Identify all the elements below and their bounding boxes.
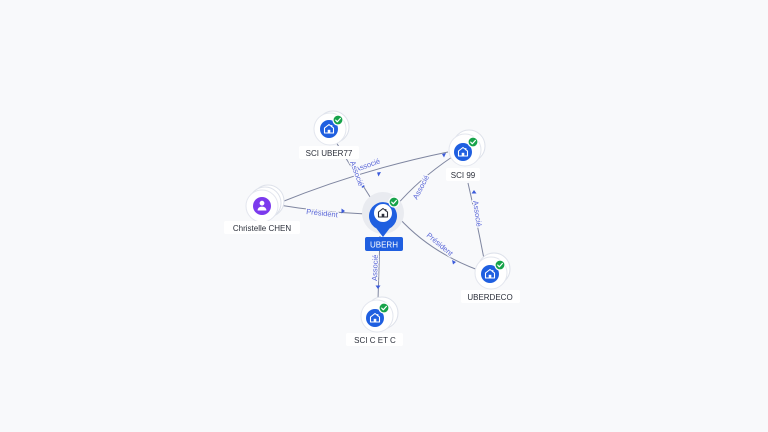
node-sci-c-et-c[interactable]: SCI C ET C: [346, 296, 403, 346]
edge-label: Associé: [471, 200, 484, 227]
node-label: SCI UBER77: [306, 149, 353, 158]
center-node-label: UBERH: [370, 241, 398, 250]
verified-check-icon: [378, 302, 390, 314]
verified-check-icon: [388, 196, 400, 208]
edge-label: Président: [306, 207, 339, 219]
node-label: SCI 99: [451, 171, 476, 180]
node-label: SCI C ET C: [354, 336, 396, 345]
edge-uberh-uberdeco[interactable]: Président: [398, 217, 479, 271]
verified-check-icon: [494, 259, 506, 271]
node-sci-uber77[interactable]: SCI UBER77: [299, 110, 359, 159]
edge-uberdeco-sci-99[interactable]: Associé: [467, 182, 485, 260]
node-sci-99[interactable]: SCI 99: [446, 129, 486, 181]
verified-check-icon: [467, 136, 479, 148]
edge-christelle-chen-uberh[interactable]: Président: [278, 204, 367, 221]
edge-label: Associé: [370, 255, 380, 282]
node-christelle-chen[interactable]: Christelle CHEN: [224, 184, 300, 234]
building-icon: [377, 207, 389, 218]
node-uberdeco[interactable]: UBERDECO: [461, 252, 520, 303]
node-label: UBERDECO: [467, 293, 512, 302]
edge-uberh-sci-99[interactable]: Associé: [395, 153, 453, 207]
verified-check-icon: [332, 114, 344, 126]
node-uberh[interactable]: UBERH: [362, 192, 404, 251]
person-icon: [257, 200, 267, 211]
node-label: Christelle CHEN: [233, 224, 291, 233]
